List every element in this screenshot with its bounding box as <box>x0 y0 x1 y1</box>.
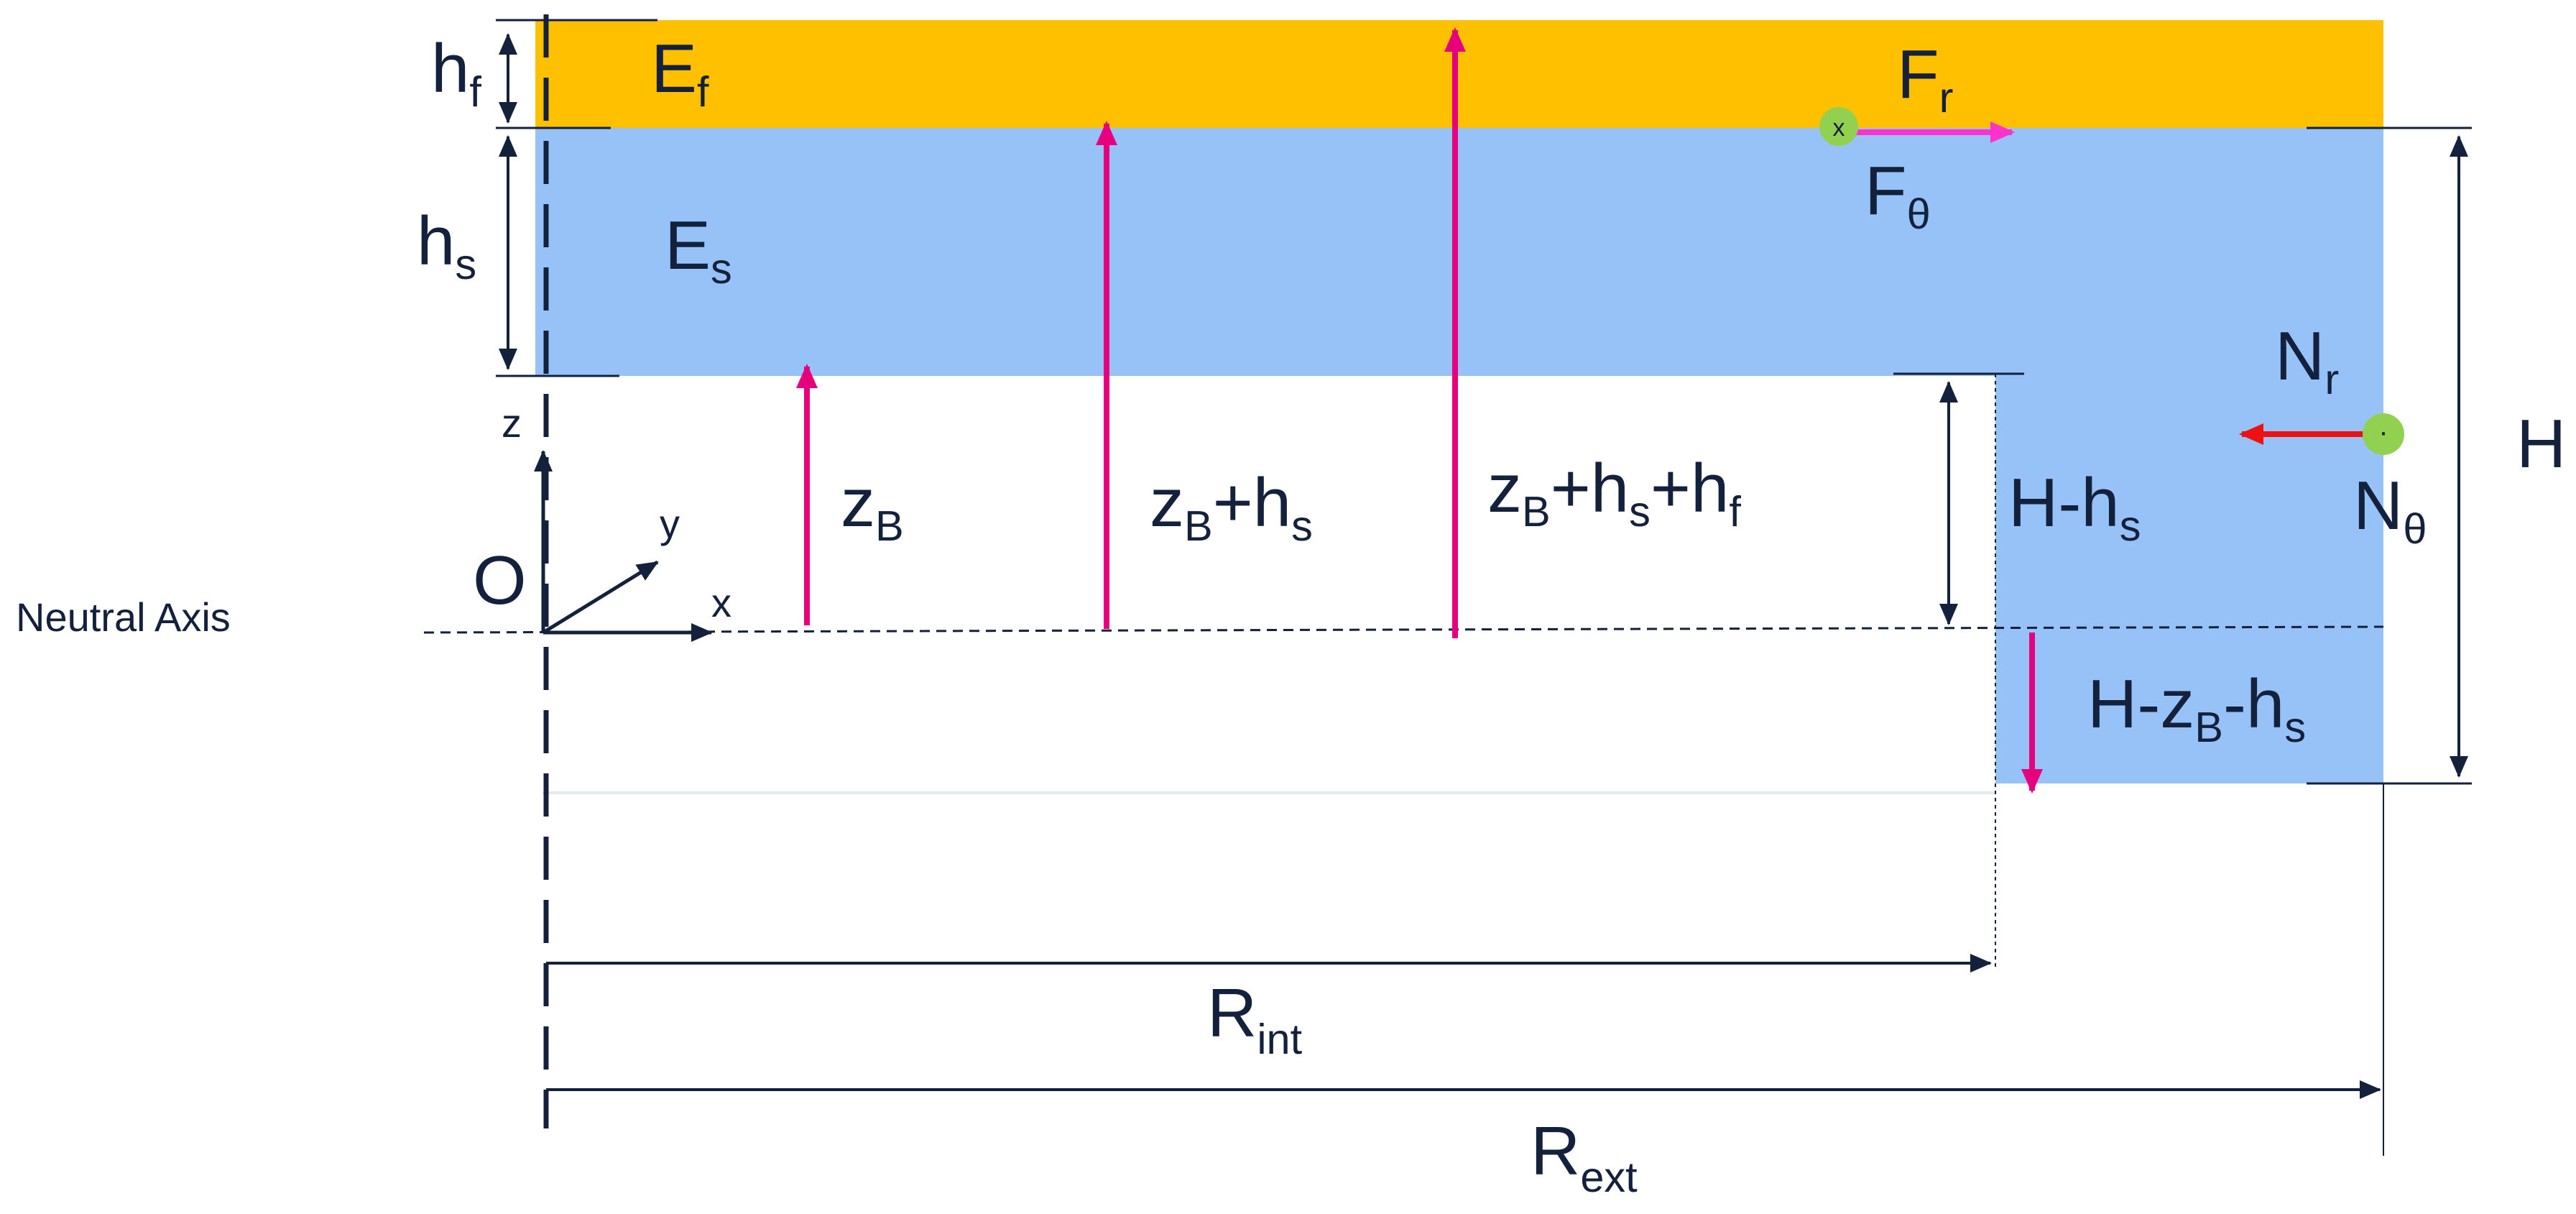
origin-label: O <box>473 542 527 619</box>
hf-dimension <box>496 19 657 129</box>
neutral-axis-line <box>423 625 2384 634</box>
ntheta-label: Nθ <box>2353 467 2427 553</box>
svg-text:x: x <box>1833 114 1845 142</box>
n-theta-marker: · <box>2363 413 2404 455</box>
h-zb-hs-label: H-zB-hs <box>2087 666 2306 751</box>
x-axis-label: x <box>711 580 731 625</box>
h-label: H <box>2516 405 2566 482</box>
film-layer <box>535 20 2383 128</box>
svg-text:·: · <box>2378 416 2388 448</box>
h-minus-hs-dimension <box>1893 372 2024 625</box>
rext-label: Rext <box>1531 1113 1638 1201</box>
h-hs-label: H-hs <box>2008 464 2141 550</box>
es-label: Es <box>665 207 732 293</box>
substrate-wall <box>1995 374 2383 783</box>
f-theta-marker: x <box>1819 107 1858 146</box>
zb-hs-label: zB+hs <box>1150 464 1313 550</box>
fr-label: Fr <box>1897 36 1953 121</box>
ftheta-label: Fθ <box>1865 152 1931 238</box>
y-axis-arrow <box>542 560 659 635</box>
rint-label: Rint <box>1207 975 1303 1063</box>
hs-dimension <box>496 135 619 377</box>
z-axis-label: z <box>502 400 522 446</box>
hf-label: hf <box>431 30 481 116</box>
y-axis-label: y <box>660 501 680 546</box>
ef-label: Ef <box>651 30 709 116</box>
h-dimension <box>2307 127 2472 785</box>
zb-label: zB <box>841 464 904 550</box>
zb-hs-hf-label: zB+hs+hf <box>1487 450 1741 535</box>
hs-label: hs <box>417 203 476 288</box>
neutral-axis-label: Neutral Axis <box>16 594 231 640</box>
substrate-layer <box>535 128 2383 376</box>
nr-label: Nr <box>2275 318 2339 403</box>
